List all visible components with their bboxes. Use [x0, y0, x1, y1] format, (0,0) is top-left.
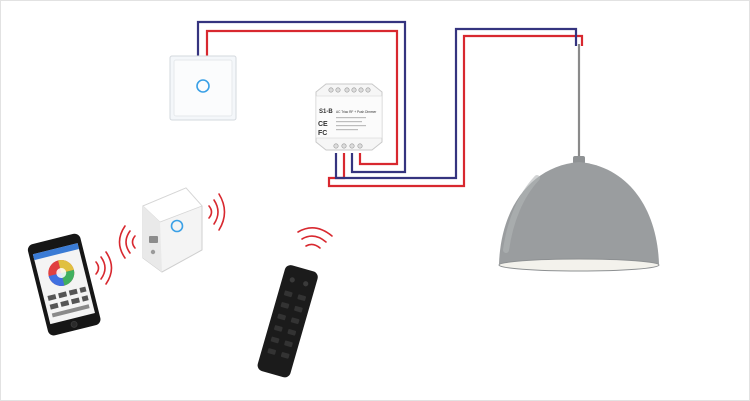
touch-ring-icon	[196, 79, 210, 93]
wiring	[196, 20, 584, 188]
neutral-wire-switch	[196, 20, 407, 174]
module-title-label: AC Triac RF + Push Dimmer	[336, 110, 377, 114]
wifi-gateway	[142, 187, 203, 273]
module-spec-line	[336, 129, 358, 131]
phone-home-button	[70, 320, 78, 328]
dimmer-module: S1-B AC Triac RF + Push Dimmer CE FC	[315, 83, 383, 151]
module-model-label: S1-B	[319, 109, 333, 115]
rf-remote	[257, 265, 318, 378]
signal-waves	[95, 193, 333, 285]
phone-app-header	[32, 243, 79, 261]
lamp-highlight	[503, 175, 540, 253]
gateway-signal-left-icon	[118, 225, 136, 259]
smartphone	[27, 233, 101, 336]
remote-power-button	[289, 277, 295, 283]
remote-mode-button	[303, 281, 309, 287]
power-jack-icon	[150, 249, 156, 255]
fc-mark-label: FC	[318, 130, 327, 137]
lamp-inner-rim	[498, 258, 660, 272]
pendant-lamp	[498, 44, 660, 272]
lamp-shade	[499, 162, 659, 264]
module-bottom-terminals	[333, 143, 363, 149]
gateway-ring-icon	[170, 219, 184, 233]
touch-wall-switch	[169, 55, 237, 121]
remote-signal-icon	[297, 227, 333, 249]
neutral-wire-mains	[334, 27, 578, 180]
module-spec-line	[336, 121, 362, 123]
module-spec-line	[336, 117, 366, 119]
lamp-canopy	[573, 156, 585, 164]
module-spec-line	[336, 125, 366, 127]
usb-port-icon	[149, 236, 158, 243]
live-wire-switch	[205, 29, 399, 166]
module-top-terminals	[328, 87, 371, 93]
gateway-signal-right-icon	[208, 193, 226, 231]
ce-mark-label: CE	[318, 121, 328, 128]
phone-signal-icon	[95, 251, 113, 285]
